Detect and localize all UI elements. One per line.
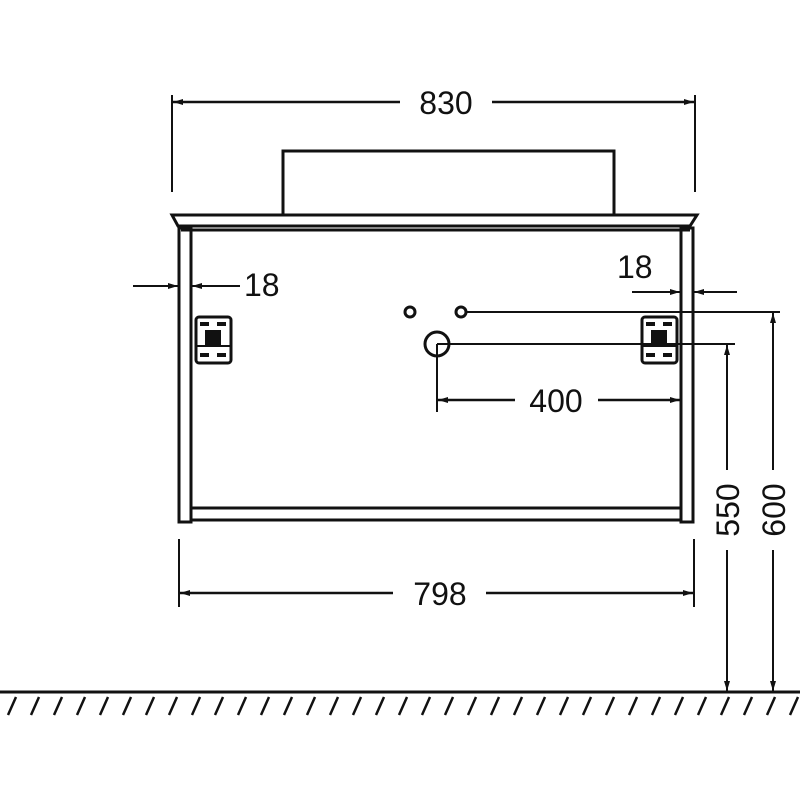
cabinet: [177, 226, 695, 524]
dimension-drain-offset: 400: [438, 383, 680, 419]
basin: [281, 149, 616, 217]
dimension-label: 600: [756, 483, 792, 536]
dimension-side-right: 18: [617, 249, 737, 295]
water-supply-holes: [403, 305, 780, 319]
dimension-cabinet-width: 798: [178, 539, 695, 612]
dimension-side-left: 18: [133, 267, 280, 303]
dimension-label: 18: [617, 249, 653, 285]
dimension-label: 18: [244, 267, 280, 303]
dimension-label: 830: [419, 85, 472, 121]
drain-hole: [423, 330, 735, 412]
dimension-supply-height: 600: [756, 313, 792, 691]
floor-line: [0, 690, 800, 716]
dimension-overall-width: 830: [171, 85, 696, 192]
dimension-label: 550: [710, 483, 746, 536]
wall-bracket-left: [194, 315, 233, 365]
dimension-label: 798: [413, 576, 466, 612]
dimension-drain-height: 550: [710, 345, 746, 691]
wall-bracket-right: [640, 315, 679, 365]
countertop: [169, 213, 700, 228]
dimension-label: 400: [529, 383, 582, 419]
